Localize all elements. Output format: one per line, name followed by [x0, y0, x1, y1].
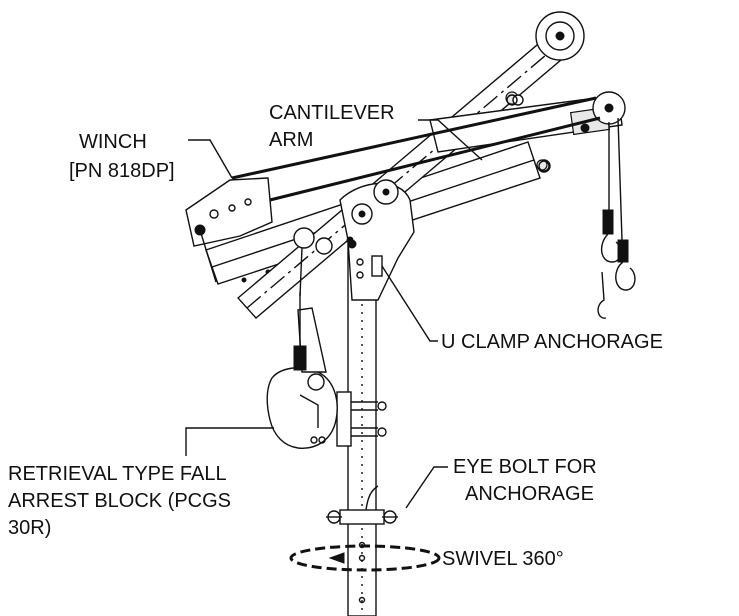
cantilever-label-line2: ARM — [269, 129, 313, 151]
pivot-assembly — [339, 179, 415, 301]
swivel-collar — [326, 485, 398, 525]
block-mount-bracket — [336, 391, 387, 447]
cantilever-label-line1: CANTILEVER — [269, 102, 395, 124]
winch-label-line1: WINCH — [79, 131, 147, 153]
fall-arrest-block — [266, 292, 338, 449]
block-label-line3: 30R) — [8, 517, 51, 539]
winch — [185, 177, 273, 283]
eyebolt-label-line2: ANCHORAGE — [465, 483, 594, 505]
block-label-line2: ARREST BLOCK (PCGS — [8, 490, 231, 512]
swivel-label: SWIVEL 360° — [442, 548, 564, 570]
eyebolt-label-line1: EYE BOLT FOR — [453, 456, 597, 478]
top-pulley — [535, 11, 585, 61]
arm-eye-rings — [506, 94, 550, 172]
block-label-line1: RETRIEVAL TYPE FALL — [8, 463, 227, 485]
cables — [231, 96, 623, 297]
snap-hooks — [597, 209, 636, 319]
u-clamp-label: U CLAMP ANCHORAGE — [441, 331, 663, 353]
swivel-rotation-arrow — [289, 544, 441, 572]
leader-lines — [185, 119, 483, 509]
winch-label-line2: [PN 818DP] — [69, 160, 175, 182]
arm-pulleys — [293, 94, 524, 255]
